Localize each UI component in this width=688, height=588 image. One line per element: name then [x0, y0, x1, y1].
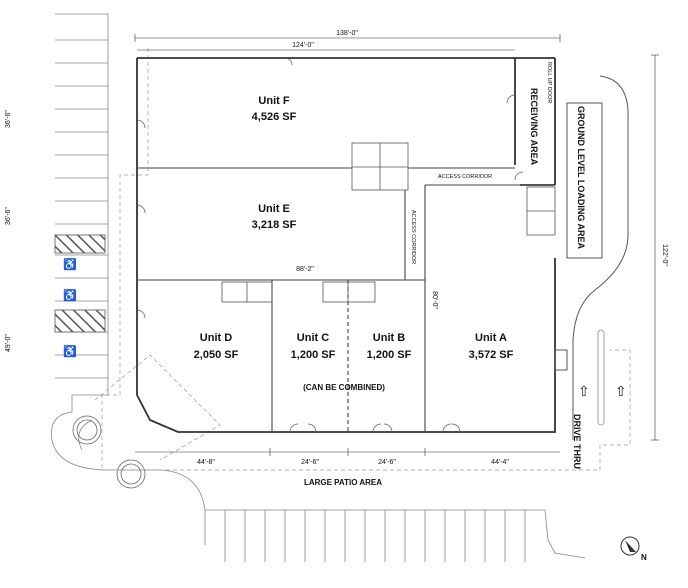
unit-f-name: Unit F — [258, 95, 289, 107]
access-corridor-side-label: ACCESS CORRIDOR — [410, 210, 416, 264]
dim-inner-width: 124'-0" — [292, 42, 314, 49]
unit-b-name: Unit B — [373, 332, 405, 344]
dim-unit-d: 44'-8" — [197, 459, 215, 466]
access-corridor-top-label: ACCESS CORRIDOR — [438, 174, 492, 180]
dim-unit-a: 44'-4" — [491, 459, 509, 466]
building-walls — [136, 57, 556, 433]
landscape-islands — [72, 415, 146, 489]
patio-label: LARGE PATIO AREA — [304, 478, 382, 487]
unit-labels: Unit F 4,526 SF Unit E 3,218 SF Unit D 2… — [194, 95, 514, 392]
patio-outline — [94, 48, 631, 471]
parking-dimensions: 36'-6" 36'-6" 49'-0" — [5, 110, 12, 352]
restroom-blocks — [221, 142, 556, 303]
accessible-parking-icon: ♿ — [63, 345, 77, 358]
receiving-area-label: RECEIVING AREA — [529, 88, 539, 166]
accessible-parking-icons: ♿ ♿ ♿ — [63, 258, 77, 358]
dim-overall-width: 138'-0" — [336, 30, 358, 37]
unit-a-name: Unit A — [475, 332, 507, 344]
unit-c-area: 1,200 SF — [291, 349, 336, 361]
parking-dim-upper: 36'-6" — [5, 110, 12, 128]
drive-thru-label: DRIVE THRU — [572, 414, 582, 469]
unit-a-area: 3,572 SF — [469, 349, 514, 361]
area-labels: RECEIVING AREA GROUND LEVEL LOADING AREA… — [304, 62, 586, 487]
unit-e-area: 3,218 SF — [252, 219, 297, 231]
north-arrow: N — [620, 536, 647, 562]
loading-area — [554, 75, 629, 440]
parking-dim-lower: 49'-0" — [5, 334, 12, 352]
dim-unit-a-depth: 80'-0" — [431, 291, 438, 309]
north-label: N — [641, 553, 647, 562]
arrow-up-icon: ⇧ — [578, 383, 590, 399]
drive-thru-curbs — [597, 329, 605, 426]
dim-unit-c: 24'-6" — [301, 459, 319, 466]
unit-c-name: Unit C — [297, 332, 329, 344]
drive-thru-arrows: ⇧ ⇧ — [578, 383, 627, 399]
dimension-lines — [134, 34, 659, 456]
accessible-parking-icon: ♿ — [63, 289, 77, 302]
parking-dim-middle: 36'-6" — [5, 207, 12, 225]
interior-walls — [137, 167, 555, 432]
accessible-parking-icon: ♿ — [63, 258, 77, 271]
ground-loading-label: GROUND LEVEL LOADING AREA — [576, 106, 586, 250]
roll-up-door-label: ROLL UP DOOR — [546, 62, 552, 103]
dimension-labels: 138'-0" 124'-0" 122'-0" 88'-2" 80'-0" 44… — [197, 30, 668, 466]
dim-unit-b: 24'-6" — [378, 459, 396, 466]
unit-e-name: Unit E — [258, 203, 290, 215]
combined-note: (CAN BE COMBINED) — [303, 383, 385, 392]
dim-unit-e-width: 88'-2" — [296, 266, 314, 273]
unit-d-area: 2,050 SF — [194, 349, 239, 361]
unit-d-name: Unit D — [200, 332, 232, 344]
unit-f-area: 4,526 SF — [252, 111, 297, 123]
accessible-aisle-hatch-lower — [54, 309, 106, 333]
unit-b-area: 1,200 SF — [367, 349, 412, 361]
door-swings — [136, 57, 524, 433]
arrow-up-icon: ⇧ — [615, 383, 627, 399]
dim-overall-depth: 122'-0" — [661, 244, 668, 266]
accessible-aisle-hatch-upper — [54, 234, 106, 254]
